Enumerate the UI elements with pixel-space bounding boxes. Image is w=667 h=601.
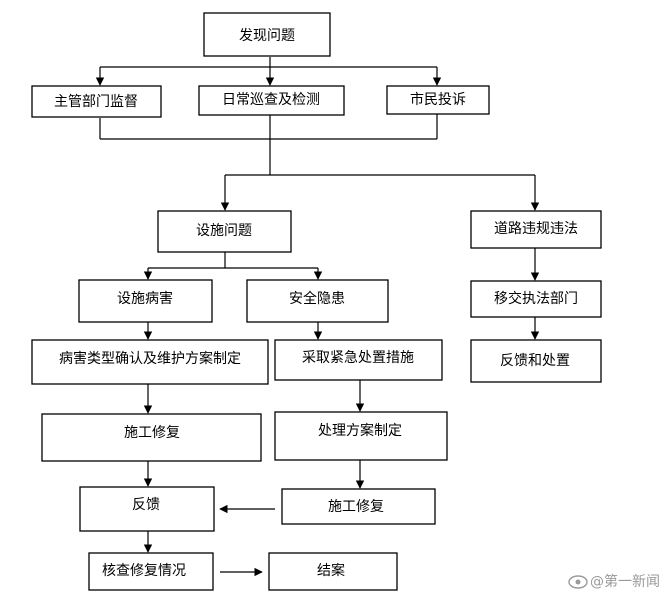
node-emergency-label: 采取紧急处置措施 [302,350,414,366]
node-violation: 道路违规违法 [470,210,602,249]
node-close-label: 结案 [317,562,345,579]
node-classify-label: 病害类型确认及维护方案制定 [59,350,241,367]
node-plan-label: 处理方案制定 [318,422,402,439]
node-verify: 核查修复情况 [88,552,214,591]
node-discover-label: 发现问题 [239,28,295,44]
watermark: @第一新闻 [568,573,660,590]
node-facility: 设施问题 [157,210,292,253]
node-feedback-handle: 反馈和处置 [470,339,602,383]
node-repair-left: 施工修复 [41,413,262,462]
weibo-eye-icon [568,575,588,589]
node-feedback-handle-label: 反馈和处置 [500,353,570,369]
node-inspection-label: 日常巡查及检测 [222,92,320,108]
node-complaint-label: 市民投诉 [410,91,466,108]
node-damage-label: 设施病害 [117,291,173,307]
node-close: 结案 [268,552,398,591]
watermark-text: @第一新闻 [590,573,660,590]
node-repair-right-label: 施工修复 [328,498,384,515]
node-supervision-label: 主管部门监督 [54,94,138,110]
node-plan: 处理方案制定 [274,411,448,461]
node-supervision: 主管部门监督 [31,85,162,118]
node-damage: 设施病害 [78,279,213,323]
connectors [95,57,540,577]
node-classify: 病害类型确认及维护方案制定 [31,339,269,385]
node-discover: 发现问题 [203,12,331,57]
node-feedback-label: 反馈 [132,497,160,513]
node-verify-label: 核查修复情况 [102,562,186,579]
node-transfer: 移交执法部门 [470,280,602,318]
node-complaint: 市民投诉 [386,85,490,115]
node-hazard: 安全隐患 [246,279,389,323]
node-repair-left-label: 施工修复 [124,424,180,441]
node-facility-label: 设施问题 [196,223,252,239]
node-feedback: 反馈 [79,486,215,532]
node-repair-right: 施工修复 [281,488,436,525]
node-transfer-label: 移交执法部门 [494,290,578,307]
node-violation-label: 道路违规违法 [494,221,578,237]
node-hazard-label: 安全隐患 [289,290,345,307]
node-inspection: 日常巡查及检测 [198,85,345,116]
node-emergency: 采取紧急处置措施 [274,339,443,381]
